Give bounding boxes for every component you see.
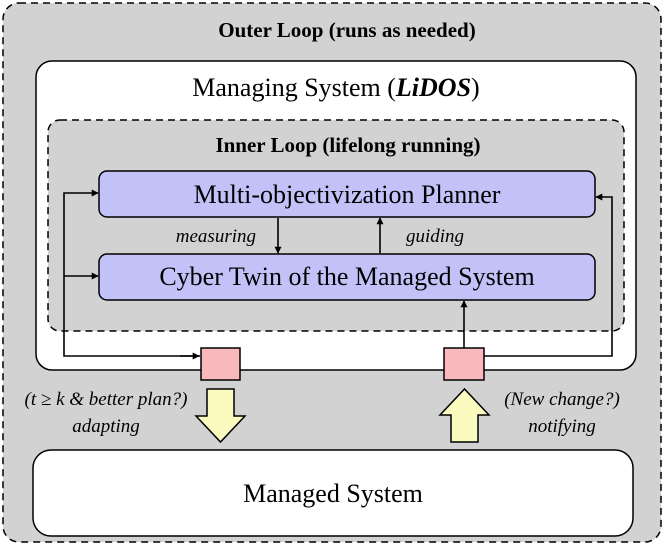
left-feedback-line <box>63 189 200 357</box>
cyber-twin-label: Cyber Twin of the Managed System <box>159 262 534 291</box>
adapt-port <box>200 347 241 381</box>
managing-system-title-prefix: Managing System ( <box>192 73 396 102</box>
outer-loop-title: Outer Loop (runs as needed) <box>218 18 475 42</box>
notify-port <box>443 347 485 381</box>
managing-system-title-name: LiDOS <box>395 73 471 102</box>
right-feedback-line <box>484 193 613 357</box>
adapting-label: adapting <box>72 416 140 437</box>
cyber-twin-box <box>98 253 596 301</box>
notifying-up-arrow <box>438 387 491 443</box>
planner-label: Multi-objectivization Planner <box>194 180 501 209</box>
inner-loop-title: Inner Loop (lifelong running) <box>215 133 480 157</box>
adapting-down-arrow <box>194 388 247 444</box>
guiding-label: guiding <box>406 226 464 247</box>
measuring-label: measuring <box>176 226 256 247</box>
managed-system-box <box>32 449 634 537</box>
planner-box <box>98 170 596 218</box>
notifying-label: notifying <box>528 416 596 437</box>
managed-system-label: Managed System <box>243 479 423 508</box>
adapting-condition: (t ≥ k & better plan?) <box>25 389 188 410</box>
notifying-condition: (New change?) <box>504 389 620 410</box>
managing-system-title: Managing System (LiDOS) <box>192 73 479 102</box>
managing-system-title-suffix: ) <box>471 73 480 102</box>
